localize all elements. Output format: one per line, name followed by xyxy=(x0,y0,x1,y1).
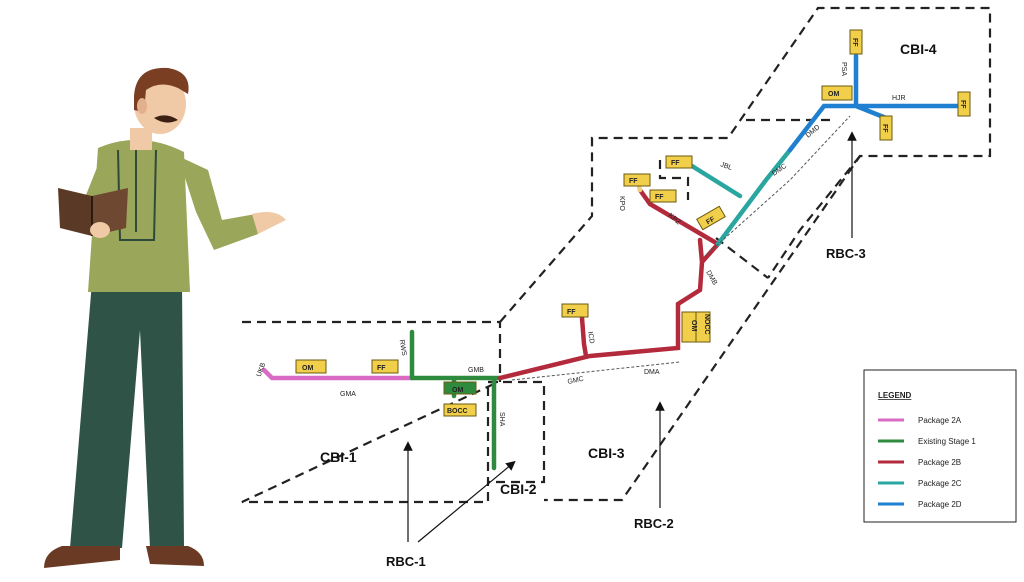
legend-item-label: Package 2B xyxy=(918,458,961,467)
legend-item-label: Package 2D xyxy=(918,500,962,509)
zone-label-cbi-4: CBI-4 xyxy=(900,41,937,57)
track-package-2a xyxy=(261,367,415,381)
cbi-3-inner-boundary xyxy=(658,160,769,279)
rbc-1-label: RBC-1 xyxy=(386,554,426,569)
ff-box-cbi4 xyxy=(879,115,893,141)
ff-box-jbl xyxy=(665,155,693,169)
station-dma: DMA xyxy=(644,369,660,376)
station-jbl: JBL xyxy=(719,161,733,172)
ff-label-cbi4: FF xyxy=(881,124,888,133)
legend-item-label: Package 2A xyxy=(918,416,962,425)
zone-label-cbi-2: CBI-2 xyxy=(500,481,537,497)
track-package-2d xyxy=(787,53,963,153)
ff-label-icd: FF xyxy=(567,309,576,316)
ff-box-hjr xyxy=(957,91,971,117)
track-package-2c xyxy=(689,147,793,247)
om-box-gma xyxy=(295,359,327,374)
ff-label-kpo-2: FF xyxy=(655,194,664,201)
ff-label-hjr: FF xyxy=(959,100,966,109)
station-dmc: DMC xyxy=(771,163,788,178)
bocc-label: BOCC xyxy=(447,408,468,415)
cbi-4-boundary xyxy=(746,118,861,279)
ff-label-kpo-1: FF xyxy=(629,178,638,185)
man-presenting-illustration xyxy=(44,67,286,568)
zone-label-cbi-3: CBI-3 xyxy=(588,445,625,461)
station-sha: SHA xyxy=(498,412,505,427)
station-kpz: KPZ xyxy=(667,212,682,227)
rbc-2-label: RBC-2 xyxy=(634,516,674,531)
ff-box-psa xyxy=(849,29,863,55)
nocc-box xyxy=(695,311,711,343)
om-box-gmb xyxy=(443,381,477,395)
station-gma: GMA xyxy=(340,391,356,398)
station-gmc: GMC xyxy=(567,376,584,386)
om-label-gmb: OM xyxy=(452,387,463,394)
zone-label-cbi-1: CBI-1 xyxy=(320,449,357,465)
ff-box-kpz xyxy=(696,205,726,231)
nocc-label: NOCC xyxy=(703,314,710,335)
station-icd: ICD xyxy=(586,331,595,344)
station-hjr: HJR xyxy=(892,95,906,102)
station-ukb: UKB xyxy=(256,362,268,378)
cbi-3-boundary xyxy=(499,6,992,502)
om-label-gma: OM xyxy=(302,365,313,372)
cbi-2-boundary xyxy=(488,380,546,484)
rbc-3-label: RBC-3 xyxy=(826,246,866,261)
ff-box-kpo-1 xyxy=(623,173,651,187)
legend-item-label: Package 2C xyxy=(918,479,962,488)
track-existing-stage-1 xyxy=(409,329,503,471)
legend-item-label: Existing Stage 1 xyxy=(918,437,976,446)
track-package-2b xyxy=(497,187,722,381)
om-box-psa xyxy=(821,85,853,101)
ff-box-icd xyxy=(561,303,589,318)
ff-box-kpo-2 xyxy=(649,189,677,203)
legend: LEGEND Package 2A Existing Stage 1 Package… xyxy=(863,369,1017,523)
ff-box-rws xyxy=(371,359,399,374)
station-gmb: GMB xyxy=(468,367,484,374)
om-label-psa: OM xyxy=(828,91,839,98)
bocc-box xyxy=(443,403,477,417)
ff-label-psa: FF xyxy=(851,38,858,47)
legend-title: LEGEND xyxy=(878,391,912,400)
station-dmb: DMB xyxy=(704,270,718,287)
station-psa: PSA xyxy=(840,62,847,76)
station-kpo: KPO xyxy=(618,196,625,211)
om-label-dmb: OM xyxy=(690,320,697,331)
ff-label-kpz: FF xyxy=(705,215,717,226)
station-rws: RWS xyxy=(398,339,408,356)
ff-label-jbl: FF xyxy=(671,160,680,167)
ff-label-rws: FF xyxy=(377,365,386,372)
